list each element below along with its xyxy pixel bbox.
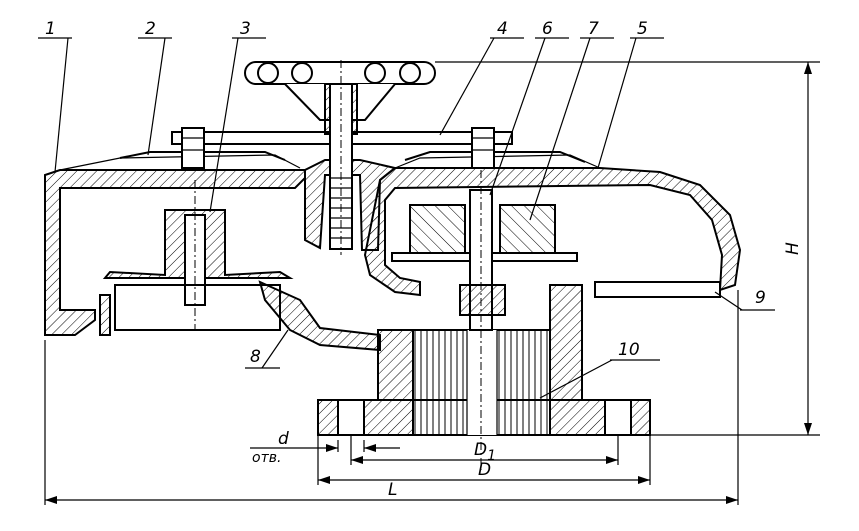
- callout-8: 8: [250, 347, 261, 367]
- callout-5: 5: [637, 19, 648, 39]
- callout-9: 9: [755, 288, 766, 308]
- callout-6: 6: [542, 19, 553, 39]
- callout-4: 4: [497, 19, 508, 39]
- vacuum-valve: [99, 180, 294, 336]
- flange-hole-left: [337, 399, 365, 436]
- dim-h-label: H: [783, 242, 803, 255]
- left-lower-wall: [258, 280, 381, 352]
- pressure-valve: [391, 170, 721, 470]
- flange-hole-right: [604, 399, 632, 436]
- callout-10: 10: [618, 340, 640, 360]
- dim-d-label: D: [478, 460, 491, 480]
- right-flange-9: [594, 281, 721, 298]
- vacuum-seat: [114, 284, 281, 331]
- outlet-left-wall: [377, 329, 414, 401]
- top-bolts: [181, 127, 495, 169]
- outlet-right-wall: [549, 284, 583, 401]
- callout-7: 7: [588, 19, 599, 39]
- dim-d1-sub: 1: [487, 448, 496, 464]
- callout-3: 3: [240, 19, 251, 39]
- valve-stem: [329, 60, 353, 255]
- callout-leaders: [38, 37, 775, 399]
- left-chamber-wall: [44, 169, 306, 336]
- dim-d1-label: D1: [474, 440, 496, 464]
- dim-hole-d-label: d: [278, 429, 289, 449]
- dimension-lines: [44, 61, 820, 505]
- dim-l-label: L: [388, 480, 397, 500]
- dim-hole-note: отв.: [252, 450, 281, 466]
- dim-d1-main: D: [474, 440, 487, 460]
- callout-1: 1: [45, 19, 56, 39]
- valve-weight-right: [499, 204, 556, 254]
- callout-2: 2: [145, 19, 156, 39]
- right-chamber-wall: [363, 167, 742, 297]
- valve-weight-left: [409, 204, 466, 254]
